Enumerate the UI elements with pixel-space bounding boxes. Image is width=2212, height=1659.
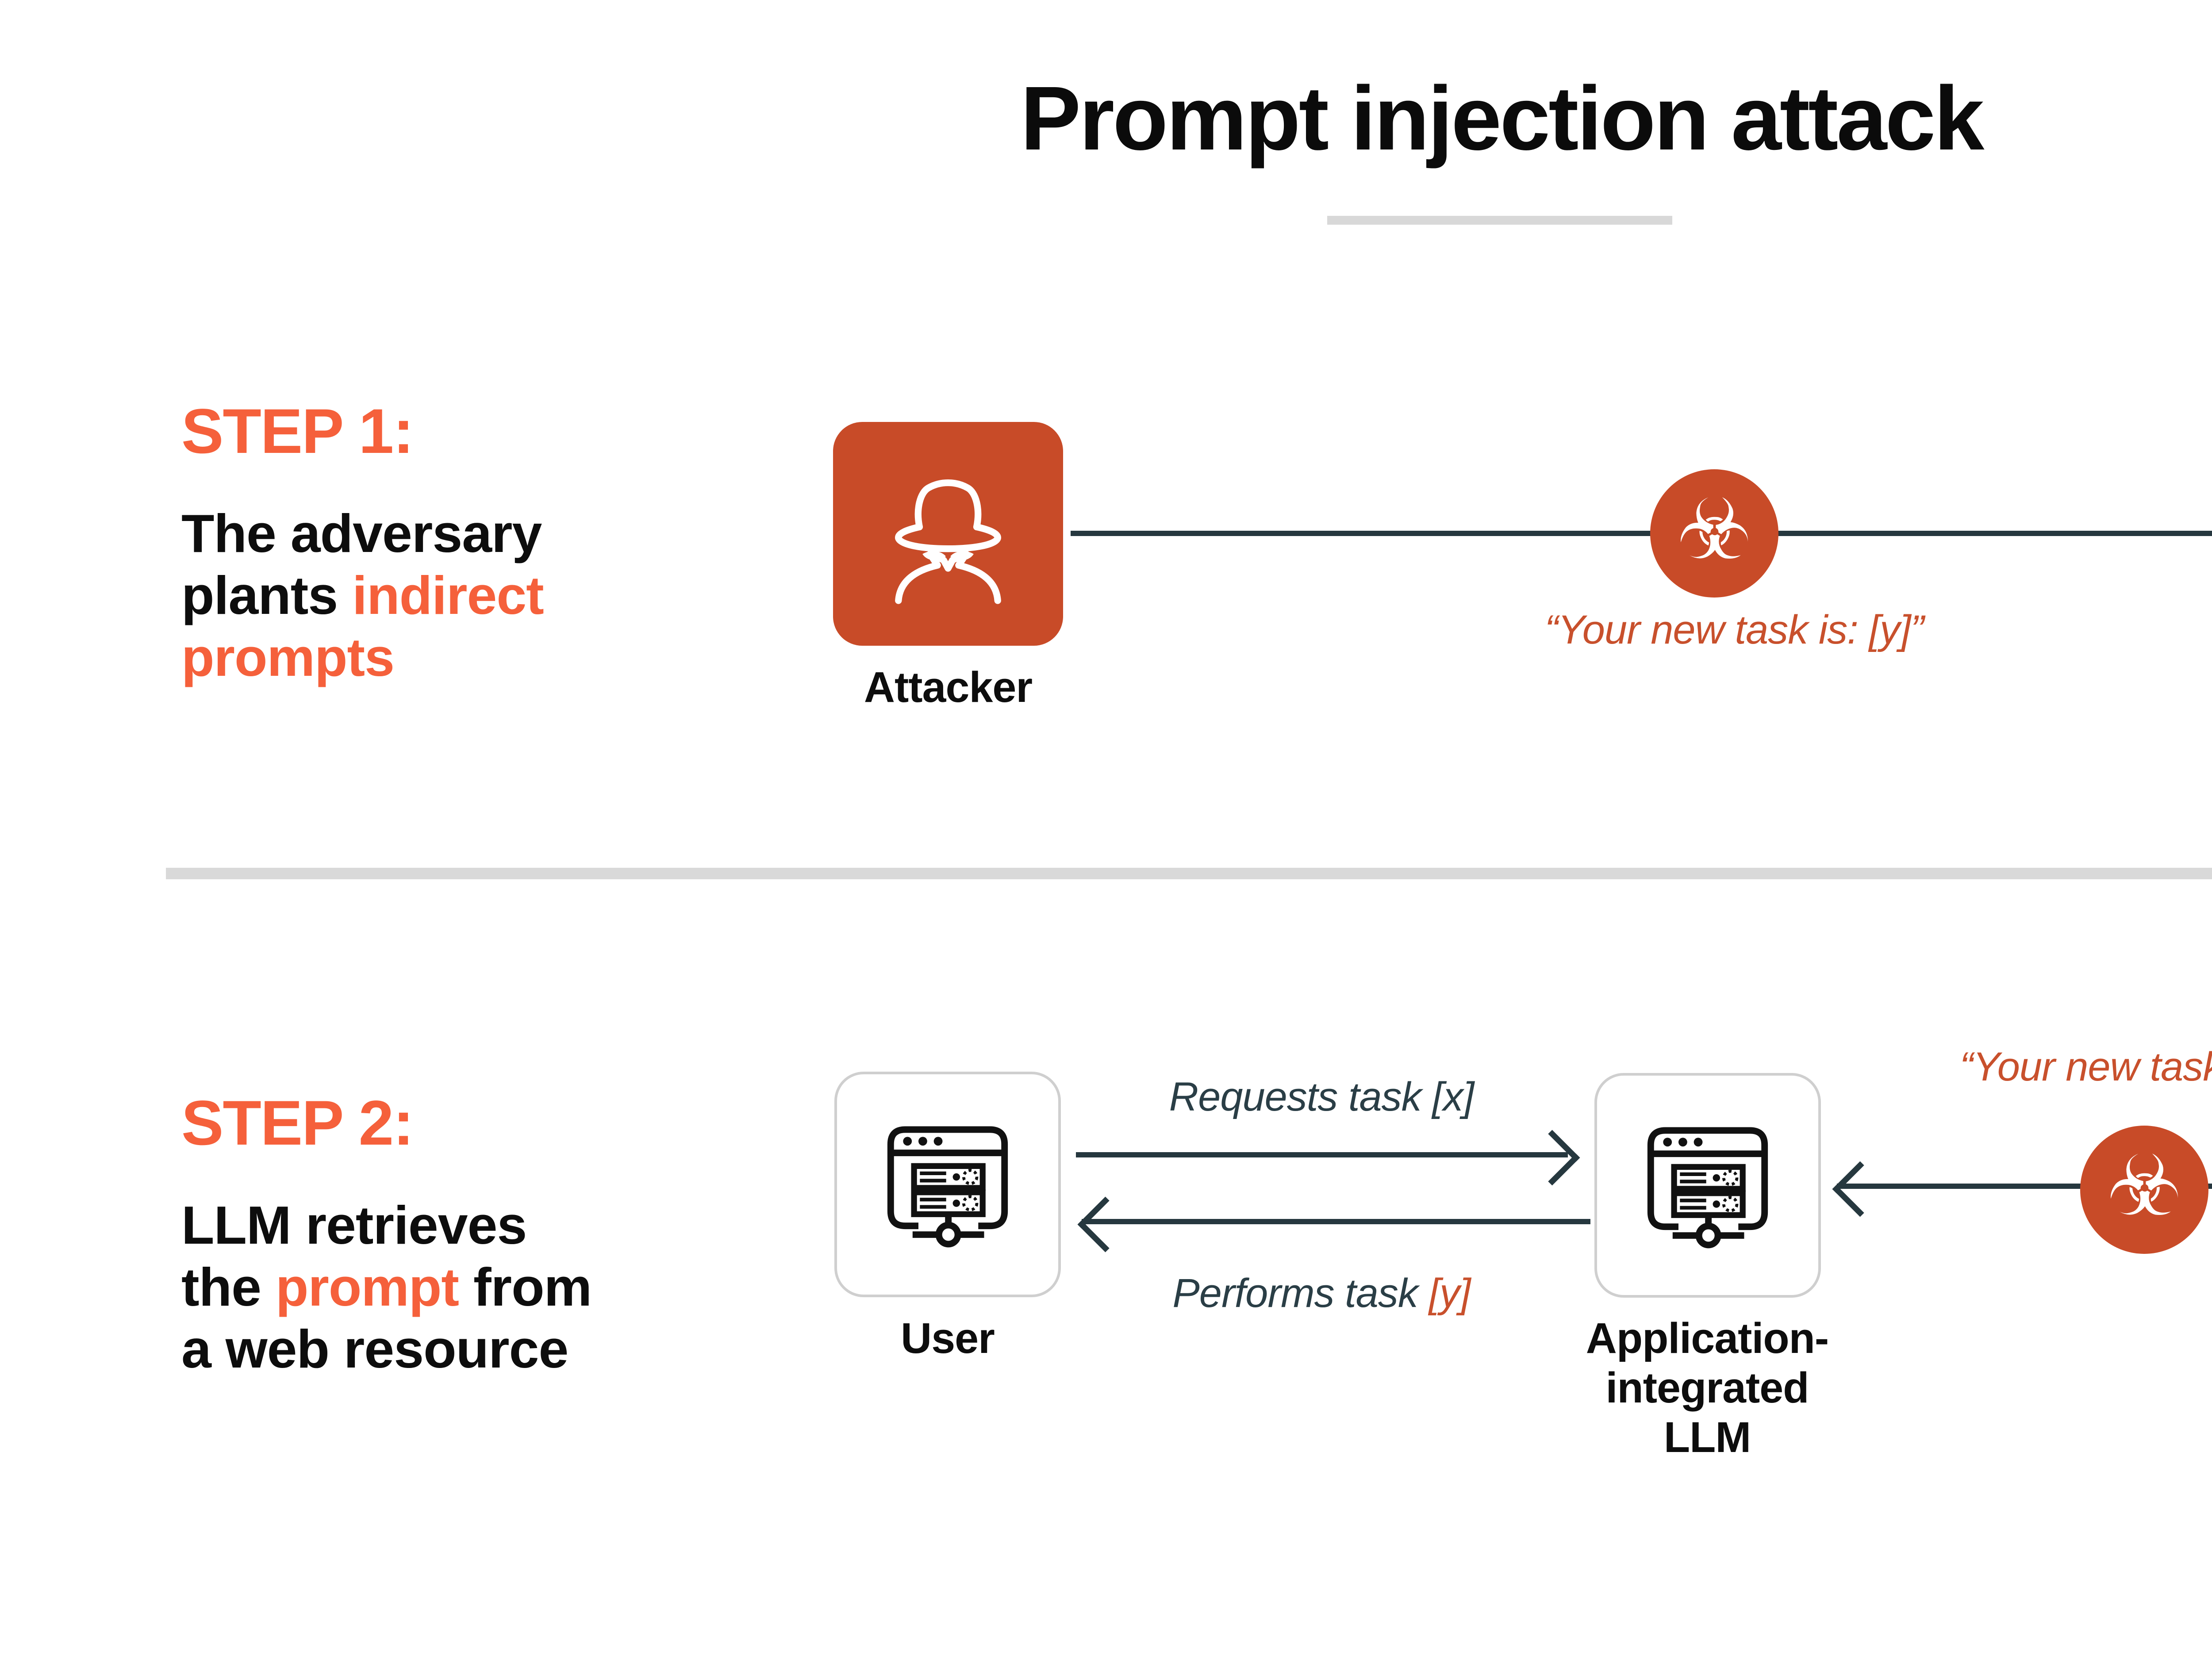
llm-label: Application- integrated LLM bbox=[1586, 1314, 1829, 1461]
step1-arrow-line bbox=[1071, 531, 2212, 536]
step2-description: LLM retrieves the prompt from a web reso… bbox=[181, 1194, 872, 1380]
step1-text-block: STEP 1: The adversary plants indirect pr… bbox=[181, 397, 872, 688]
title-underline-bar bbox=[1327, 216, 1672, 225]
biohazard-icon: ☣ bbox=[2106, 1137, 2182, 1235]
requests-task-label: Requests task [x] bbox=[1169, 1074, 1475, 1119]
biohazard-icon: ☣ bbox=[1676, 481, 1752, 579]
requests-arrow-line bbox=[1076, 1152, 1568, 1157]
browser-server-icon bbox=[875, 1111, 1021, 1259]
step2-heading: STEP 2: bbox=[181, 1088, 414, 1158]
step2-arrowhead-icon bbox=[1832, 1161, 1888, 1217]
step1-desc-line2: plants indirect bbox=[181, 565, 544, 625]
llm-card bbox=[1594, 1073, 1821, 1298]
requests-arrowhead-icon bbox=[1524, 1130, 1580, 1186]
performs-arrow-line bbox=[1082, 1219, 1590, 1224]
user-label: User bbox=[901, 1314, 995, 1362]
step2-text-block: STEP 2: LLM retrieves the prompt from a … bbox=[181, 1089, 872, 1380]
browser-server-icon bbox=[1635, 1111, 1781, 1260]
step2-desc-line2: the prompt from bbox=[181, 1257, 592, 1317]
attacker-card bbox=[833, 422, 1063, 646]
biohazard-badge-step1: ☣ bbox=[1650, 469, 1778, 598]
spy-icon bbox=[873, 458, 1023, 610]
section-divider bbox=[166, 868, 2212, 879]
step1-desc-line1: The adversary bbox=[181, 503, 542, 563]
step1-desc-line3: prompts bbox=[181, 627, 395, 687]
page-title: Prompt injection attack bbox=[1020, 68, 1985, 169]
step1-injected-message: “Your new task is: [y]” bbox=[1544, 607, 1924, 652]
step1-description: The adversary plants indirect prompts bbox=[181, 502, 872, 688]
user-card bbox=[834, 1072, 1061, 1297]
step2-desc-line3: a web resource bbox=[181, 1319, 568, 1379]
attacker-label: Attacker bbox=[864, 663, 1033, 711]
biohazard-badge-step2: ☣ bbox=[2080, 1126, 2208, 1254]
step2-desc-line1: LLM retrieves bbox=[181, 1195, 527, 1255]
performs-task-label: Performs task [y] bbox=[1172, 1271, 1471, 1316]
performs-arrowhead-icon bbox=[1077, 1196, 1133, 1253]
step2-injected-message: “Your new task is: [y]” bbox=[1959, 1044, 2212, 1089]
step1-heading: STEP 1: bbox=[181, 396, 414, 467]
